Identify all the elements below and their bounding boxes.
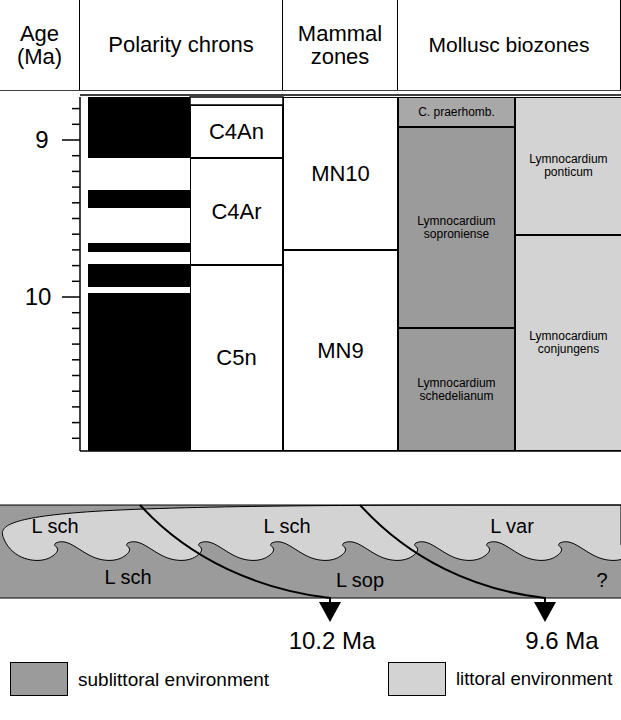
axis-tick bbox=[72, 312, 80, 314]
mammal-zone-box: MN10 bbox=[283, 97, 398, 250]
boundary-arrowhead bbox=[319, 602, 341, 622]
axis-tick bbox=[72, 359, 80, 361]
facies-label: ? bbox=[596, 570, 607, 590]
chron-box: C4An bbox=[190, 105, 283, 158]
zone-label: Lymnocardium conjungens bbox=[519, 330, 618, 355]
legend-text: sublittoral environment bbox=[78, 670, 269, 689]
polarity-band bbox=[88, 287, 190, 293]
legend-swatch bbox=[10, 662, 68, 696]
axis-tick bbox=[62, 139, 80, 141]
axis-tick bbox=[72, 124, 80, 126]
polarity-band bbox=[88, 158, 190, 190]
polarity-band bbox=[88, 190, 190, 208]
zone-label: MN10 bbox=[311, 162, 370, 185]
facies-label: L sch bbox=[104, 567, 151, 587]
header-cell: Mammal zones bbox=[283, 0, 398, 90]
legend-text: littoral environment bbox=[456, 670, 612, 689]
mollusc-zone-box: Lymnocardium schedelianum bbox=[398, 328, 515, 451]
axis-tick bbox=[72, 328, 80, 330]
littoral-band bbox=[2, 505, 621, 560]
mollusc-zone-box: Lymnocardium ponticum bbox=[515, 97, 621, 235]
axis-tick bbox=[72, 233, 80, 235]
axis-tick bbox=[72, 406, 80, 408]
chron-box: C5n bbox=[190, 265, 283, 451]
polarity-band bbox=[88, 208, 190, 243]
facies-label: L sch bbox=[263, 516, 310, 536]
polarity-band bbox=[88, 252, 190, 264]
axis-tick bbox=[62, 296, 80, 298]
facies-section bbox=[0, 505, 621, 622]
axis-tick bbox=[72, 265, 80, 267]
zone-label: C. praerhomb. bbox=[418, 106, 495, 119]
axis-line bbox=[79, 97, 81, 451]
age-label: 9.6 Ma bbox=[525, 629, 598, 653]
column-heading: Age (Ma) bbox=[3, 22, 76, 68]
axis-tick bbox=[72, 171, 80, 173]
axis-label: 10 bbox=[25, 285, 52, 309]
axis-tick bbox=[72, 155, 80, 157]
header-cell: Mollusc biozones bbox=[398, 0, 621, 90]
facies-label: L sch bbox=[31, 516, 78, 536]
mammal-zone-box: MN9 bbox=[283, 250, 398, 451]
mollusc-zone-box: Lymnocardium soproniense bbox=[398, 127, 515, 328]
zone-label: C5n bbox=[216, 346, 256, 369]
age-axis bbox=[62, 97, 80, 451]
sequence-boundary bbox=[360, 505, 545, 604]
axis-tick bbox=[72, 186, 80, 188]
axis-tick bbox=[72, 390, 80, 392]
zone-label: Lymnocardium ponticum bbox=[519, 153, 618, 178]
sequence-boundary bbox=[140, 505, 330, 604]
mollusc-zone-box: Lymnocardium conjungens bbox=[515, 235, 621, 451]
polarity-band bbox=[88, 264, 190, 287]
zone-label: Lymnocardium schedelianum bbox=[402, 377, 511, 402]
axis-tick bbox=[72, 438, 80, 440]
zone-label: C4Ar bbox=[211, 200, 261, 223]
zone-label: MN9 bbox=[317, 339, 363, 362]
polarity-band bbox=[88, 293, 190, 451]
axis-tick bbox=[72, 422, 80, 424]
axis-label: 9 bbox=[35, 128, 48, 152]
axis-tick bbox=[72, 108, 80, 110]
facies-label: L sop bbox=[336, 570, 384, 590]
facies-label: L var bbox=[490, 516, 534, 536]
zone-label: C4An bbox=[209, 120, 264, 143]
mollusc-zone-box: C. praerhomb. bbox=[398, 97, 515, 127]
axis-tick bbox=[72, 281, 80, 283]
axis-tick bbox=[72, 375, 80, 377]
chron-box: C4Ar bbox=[190, 158, 283, 265]
axis-tick bbox=[72, 202, 80, 204]
age-label: 10.2 Ma bbox=[289, 629, 376, 653]
polarity-column bbox=[88, 97, 190, 451]
header-cell: Polarity chrons bbox=[80, 0, 283, 90]
column-heading: Mollusc biozones bbox=[428, 34, 589, 56]
column-heading: Polarity chrons bbox=[108, 33, 254, 56]
axis-tick bbox=[72, 343, 80, 345]
axis-tick bbox=[72, 218, 80, 220]
boundary-arrowhead bbox=[534, 602, 556, 622]
header-rule bbox=[80, 94, 621, 96]
column-heading: Mammal zones bbox=[286, 22, 394, 68]
zone-label: Lymnocardium soproniense bbox=[402, 215, 511, 240]
legend-swatch bbox=[388, 662, 446, 696]
polarity-band bbox=[88, 243, 190, 252]
header-cell: Age (Ma) bbox=[0, 0, 80, 90]
axis-tick bbox=[72, 249, 80, 251]
chron-gap-box bbox=[190, 97, 283, 105]
polarity-band bbox=[88, 97, 190, 158]
